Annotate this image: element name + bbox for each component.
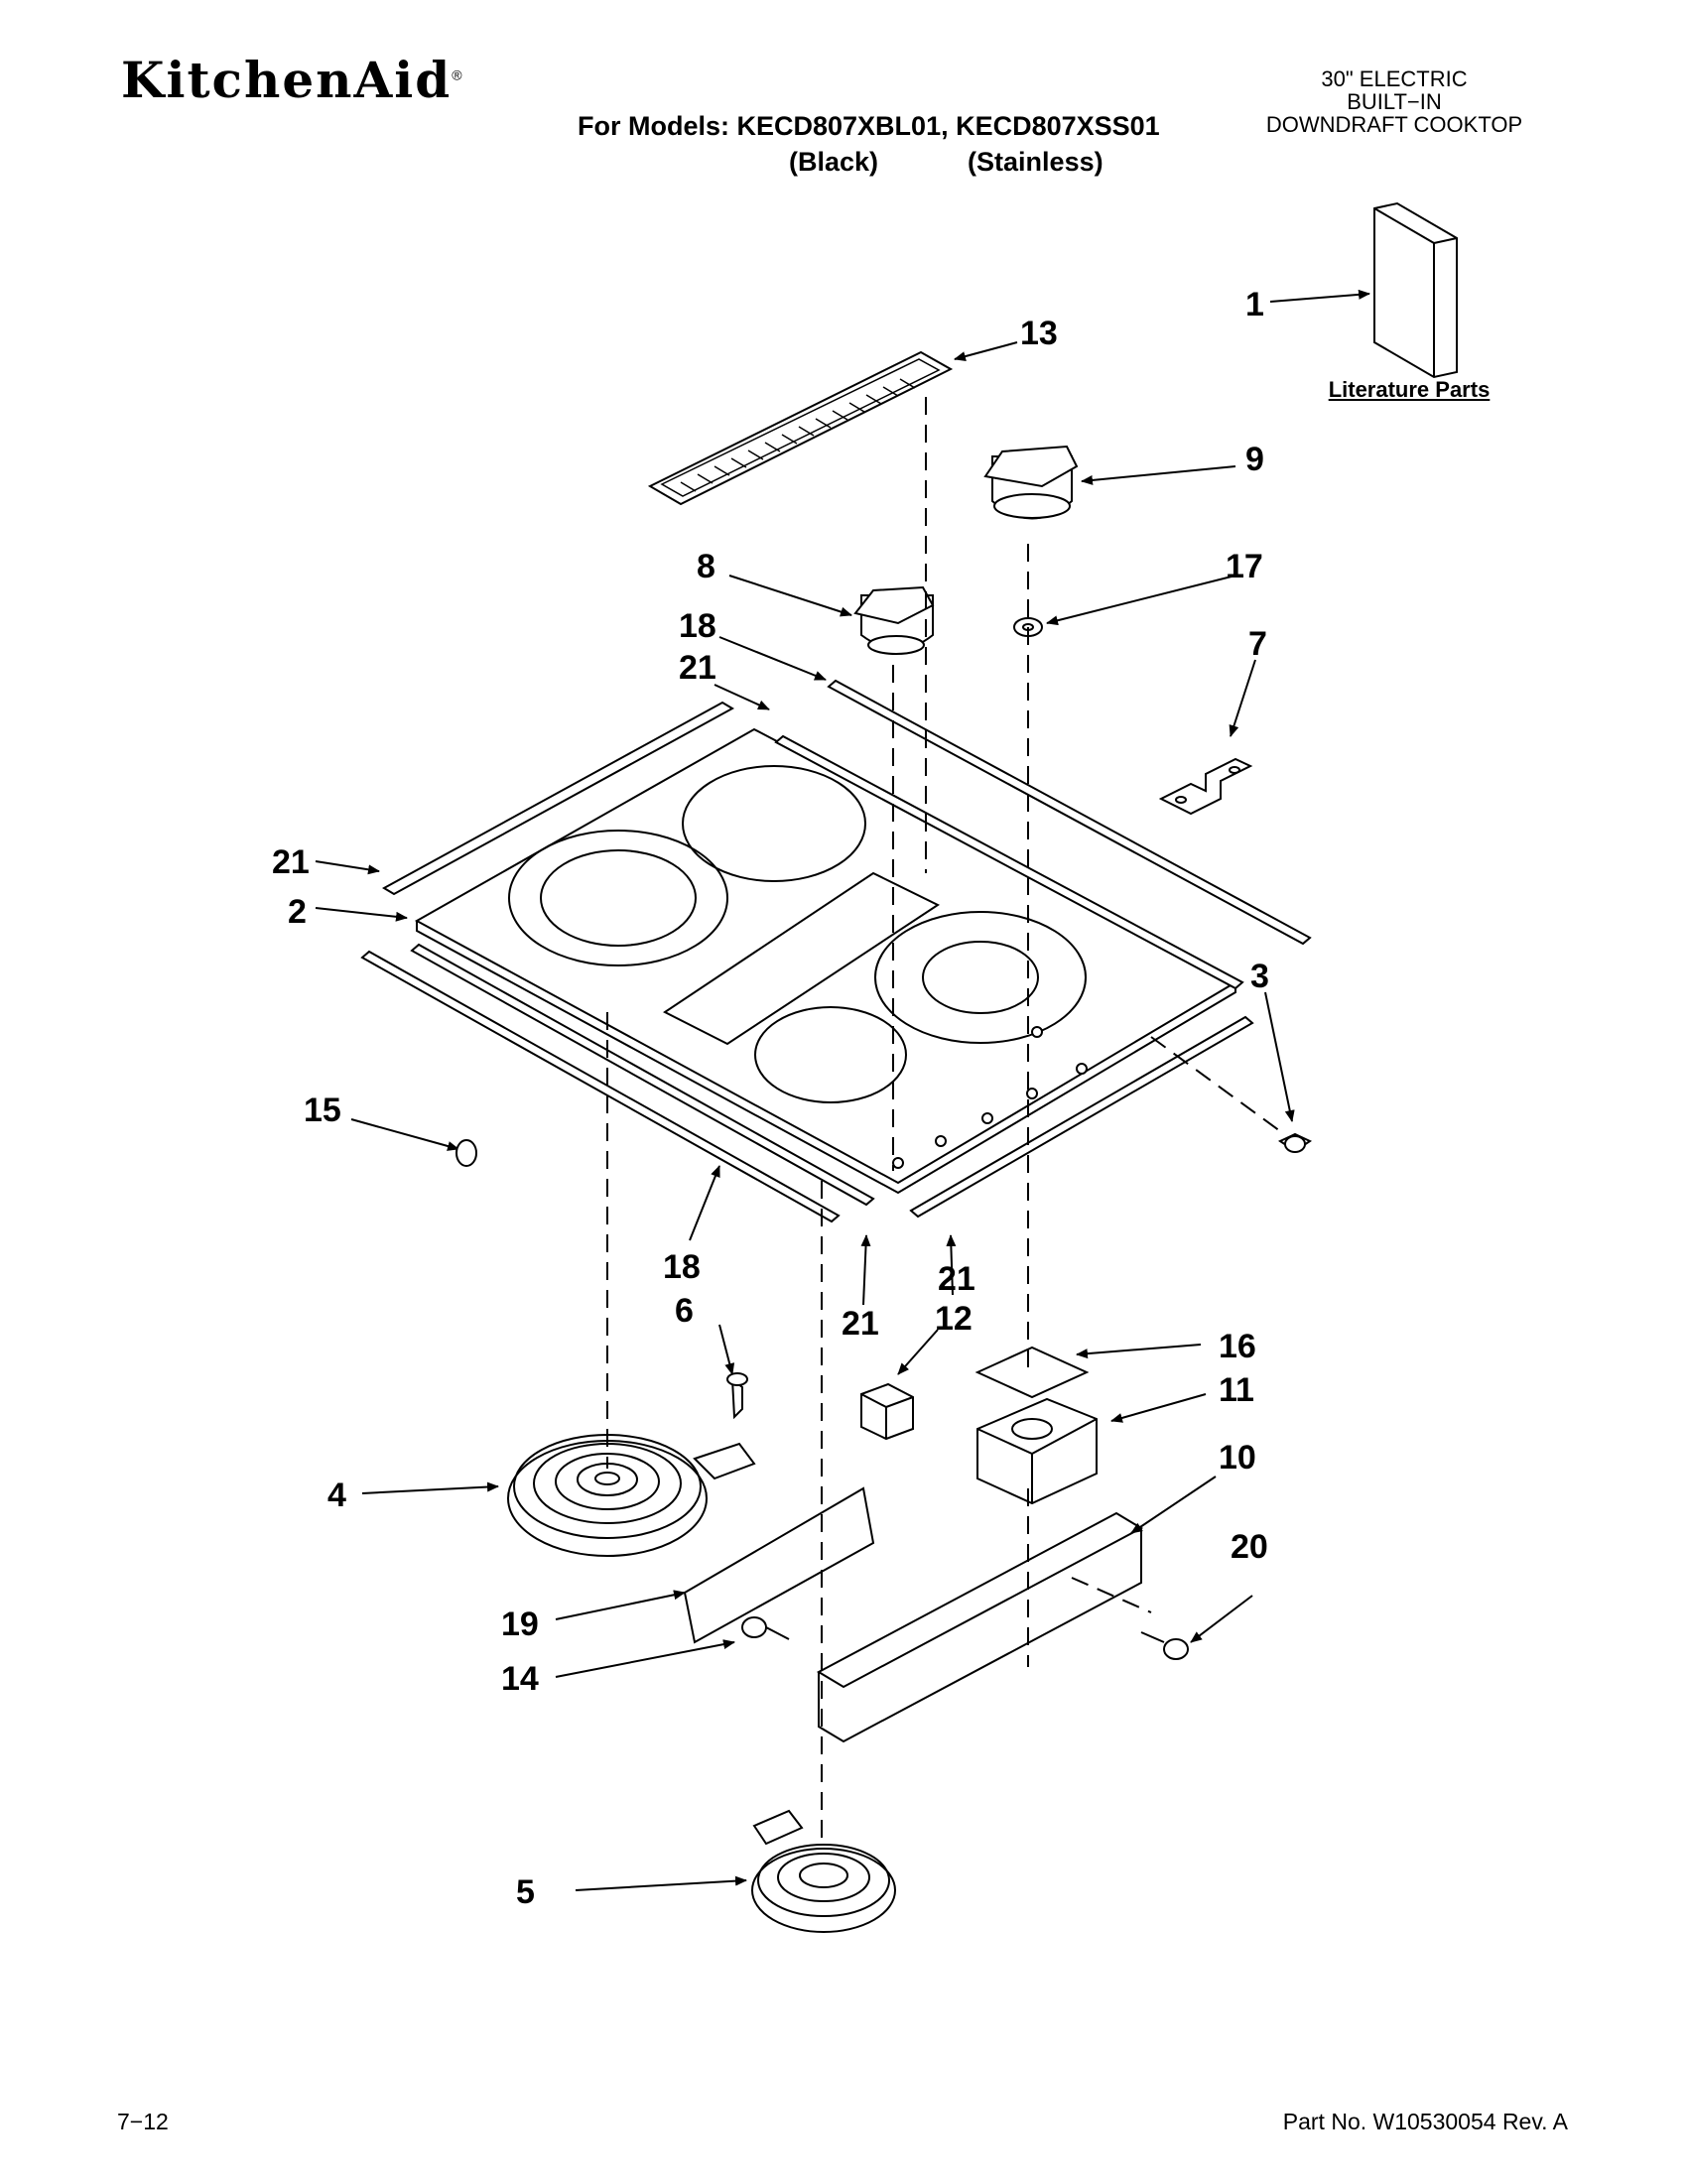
callout-11: 11 xyxy=(1219,1371,1254,1409)
brand-logo: KitchenAid® xyxy=(121,56,464,105)
callout-10: 10 xyxy=(1219,1439,1256,1477)
callout-19: 19 xyxy=(501,1606,539,1643)
models-line: For Models: KECD807XBL01, KECD807XSS01 xyxy=(578,111,1160,141)
control-module xyxy=(976,1397,1098,1505)
callout-numbers: 1 13 9 8 17 18 21 7 21 2 3 15 18 6 21 21… xyxy=(272,286,1269,1911)
page-number: 7−12 xyxy=(117,2109,169,2134)
brand-name: KitchenAid xyxy=(121,51,453,109)
callout-8: 8 xyxy=(697,548,715,585)
trim-strips xyxy=(360,679,1312,1223)
callout-13: 13 xyxy=(1020,315,1058,352)
callout-9: 9 xyxy=(1245,441,1264,478)
callout-7: 7 xyxy=(1248,625,1267,663)
registered-mark: ® xyxy=(452,66,464,83)
control-bracket xyxy=(683,1486,1144,1743)
model-variants: (Black) (Stainless) xyxy=(789,147,1104,177)
callout-21-left: 21 xyxy=(272,843,310,881)
callout-12: 12 xyxy=(935,1300,973,1338)
insulation-pad xyxy=(974,1346,1090,1399)
callout-4: 4 xyxy=(327,1477,346,1514)
callout-14: 14 xyxy=(501,1660,539,1698)
callout-18-bottom: 18 xyxy=(663,1248,701,1286)
literature-parts-label: Literature Parts xyxy=(1328,377,1491,402)
callout-2: 2 xyxy=(288,893,307,931)
callout-leaders xyxy=(315,289,1370,1891)
callout-21-bottom-left: 21 xyxy=(842,1305,879,1343)
callout-17: 17 xyxy=(1226,548,1263,585)
literature-book xyxy=(1373,201,1458,379)
callout-3: 3 xyxy=(1250,958,1269,995)
product-line-2: BUILT−IN xyxy=(1347,89,1442,114)
mounting-bracket xyxy=(1158,757,1253,816)
callout-1: 1 xyxy=(1245,286,1264,323)
product-description: 30" ELECTRIC BUILT−IN DOWNDRAFT COOKTOP xyxy=(1231,67,1558,136)
radiant-element-small xyxy=(751,1809,896,1933)
callout-5: 5 xyxy=(516,1873,535,1911)
callout-20: 20 xyxy=(1231,1528,1268,1566)
callout-16: 16 xyxy=(1219,1328,1256,1365)
callout-18-top: 18 xyxy=(679,607,716,645)
product-line-1: 30" ELECTRIC xyxy=(1321,66,1468,91)
radiant-element-large xyxy=(507,1434,756,1557)
knob-large xyxy=(983,445,1079,520)
vent-grille xyxy=(647,350,954,506)
callout-21-top: 21 xyxy=(679,649,716,687)
glass-cooktop xyxy=(414,727,1238,1195)
callout-21-bottom-right: 21 xyxy=(938,1260,975,1298)
callout-6: 6 xyxy=(675,1292,694,1330)
screw-parts xyxy=(455,1132,1313,1660)
product-line-3: DOWNDRAFT COOKTOP xyxy=(1265,112,1523,137)
infinite-switch xyxy=(860,1382,914,1441)
knob-small xyxy=(853,585,935,655)
part-number: Part No. W10530054 Rev. A xyxy=(1282,2109,1568,2134)
alignment-lines xyxy=(606,397,1281,1846)
callout-15: 15 xyxy=(304,1092,341,1129)
